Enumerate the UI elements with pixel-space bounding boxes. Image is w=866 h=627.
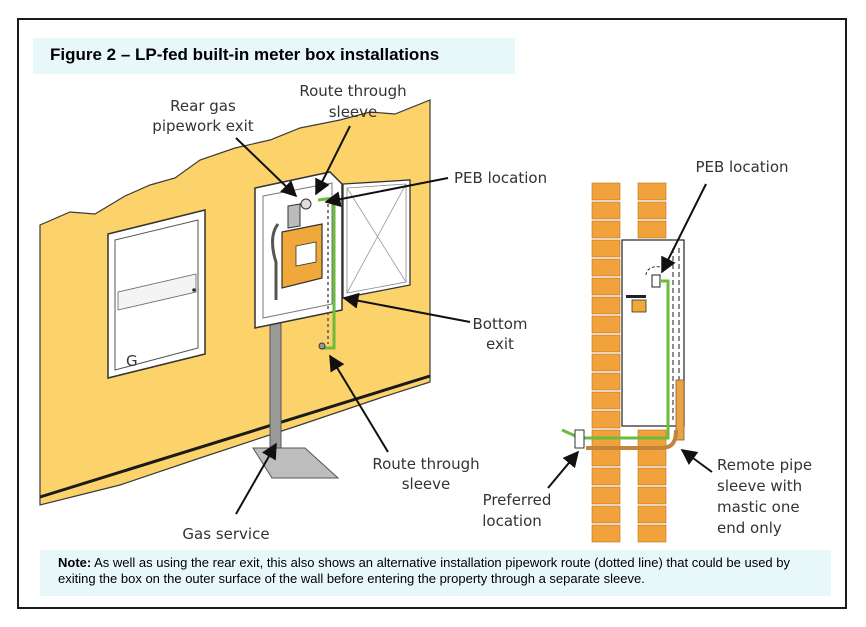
title-bar <box>33 38 515 74</box>
brick <box>637 486 667 505</box>
remote-label-2: sleeve with <box>717 477 802 495</box>
brick <box>637 524 667 543</box>
brick <box>637 182 667 201</box>
note-prefix: Note: <box>58 555 92 570</box>
note-panel <box>40 550 831 596</box>
peb-pipe-right <box>561 279 670 440</box>
brick <box>591 524 621 543</box>
route-bottom-label-1: Route through <box>372 455 479 473</box>
damp-course-line <box>39 374 431 499</box>
rear-exit-arrow <box>235 137 298 198</box>
brick <box>591 220 621 239</box>
bottom-exit-label-2: exit <box>486 335 514 353</box>
remote-arrow <box>680 449 713 473</box>
remote-sleeve <box>586 429 678 450</box>
brick <box>591 296 621 315</box>
remote-label-3: mastic one <box>717 498 800 516</box>
note-text: Note: As well as using the rear exit, th… <box>58 555 828 587</box>
brick <box>591 410 621 429</box>
brick <box>591 277 621 296</box>
peb-left-label: PEB location <box>454 169 547 187</box>
preferred-label-2: location <box>482 512 542 530</box>
brick <box>637 505 667 524</box>
brick <box>637 201 667 220</box>
brick <box>591 353 621 372</box>
gas-service-pipe <box>269 317 282 451</box>
brick-wall-section <box>591 182 667 543</box>
bottom-exit-label-1: Bottom <box>472 315 527 333</box>
peb-right-arrow <box>661 183 707 274</box>
preferred-arrow <box>547 450 580 489</box>
brick <box>637 448 667 467</box>
rear-exit-label-2: pipework exit <box>152 117 254 135</box>
rear-exit-label-1: Rear gas <box>170 97 236 115</box>
preferred-label-1: Preferred <box>483 491 552 509</box>
peb-left-arrow <box>324 177 449 208</box>
bottom-exit-arrow <box>342 292 471 323</box>
brick <box>591 334 621 353</box>
route-top-arrow <box>315 125 351 196</box>
remote-label-4: end only <box>717 519 782 537</box>
meter-box-section <box>621 239 685 441</box>
note-body: As well as using the rear exit, this als… <box>58 555 791 586</box>
route-bottom-arrow <box>329 354 389 453</box>
cabinet-letter: G <box>126 352 138 370</box>
brick <box>591 258 621 277</box>
route-top-label-2: sleeve <box>329 103 378 121</box>
brick <box>591 467 621 486</box>
brick <box>591 486 621 505</box>
figure-title: Figure 2 – LP-fed built-in meter box ins… <box>50 45 440 64</box>
brick <box>591 448 621 467</box>
brick <box>637 220 667 239</box>
route-top-label-1: Route through <box>299 82 406 100</box>
remote-label-1: Remote pipe <box>717 456 812 474</box>
brick <box>591 182 621 201</box>
brick <box>637 467 667 486</box>
gas-service-arrow <box>235 442 277 515</box>
brick <box>591 239 621 258</box>
preferred-peb-fitting <box>574 429 585 449</box>
brick <box>591 315 621 334</box>
brick <box>591 201 621 220</box>
brick <box>591 505 621 524</box>
gas-service-label: Gas service <box>182 525 269 543</box>
peb-right-label: PEB location <box>695 158 788 176</box>
brick <box>591 372 621 391</box>
brick <box>591 391 621 410</box>
existing-meter-cabinet <box>107 209 206 379</box>
gas-meter <box>271 198 323 300</box>
route-bottom-label-2: sleeve <box>402 475 451 493</box>
